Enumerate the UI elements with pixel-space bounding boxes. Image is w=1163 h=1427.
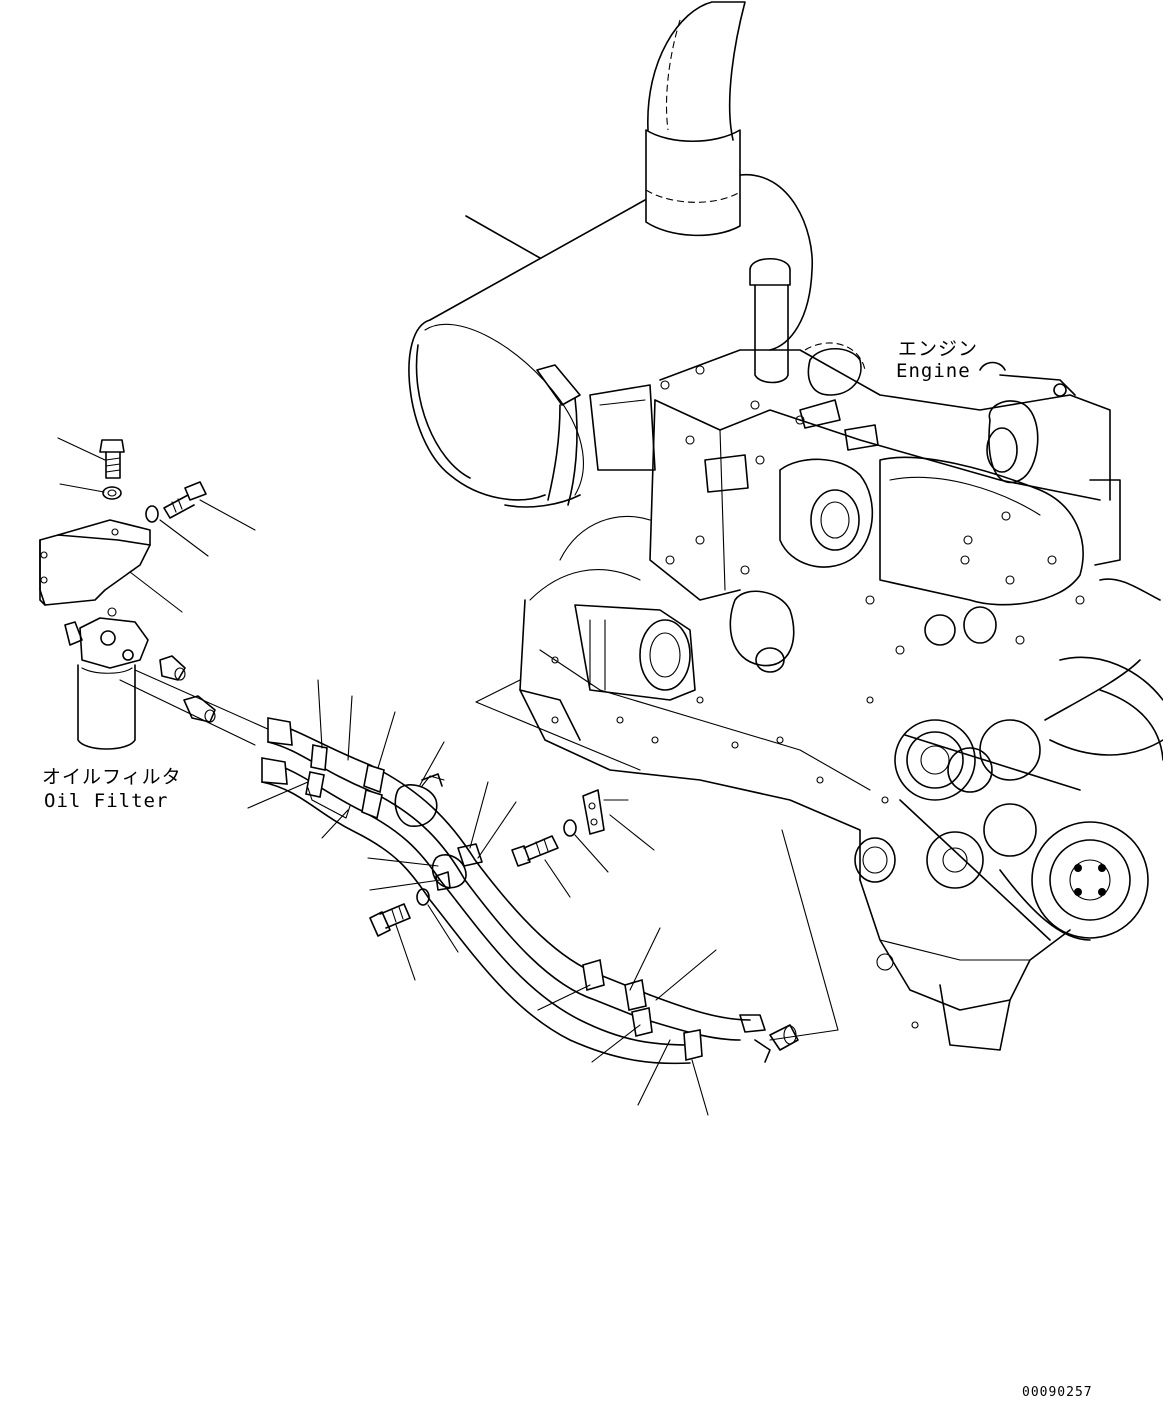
bolt-lower [369,903,411,937]
drawing-number: 00090257 [1022,1385,1093,1400]
engine [519,258,1163,1051]
oil-filter [64,617,149,750]
washer-mid [563,819,577,837]
leader-muffler [465,215,541,259]
bolt-top [99,439,125,479]
washer-top [102,486,122,500]
oil-filter-label-en: Oil Filter [44,790,169,812]
hose-lower [261,759,691,1065]
fitting-1 [159,655,186,681]
oil-filter-label-jp: オイルフィルタ [42,766,182,788]
bolt-side [163,481,207,519]
engine-bolts [551,365,1085,804]
bolt-mid [511,835,559,867]
washer-lower [416,888,430,906]
hose-upper [267,721,751,1041]
hose-bracket [582,789,629,835]
engine-label-jp: エンジン [898,338,979,360]
leader-lines [57,437,717,1116]
oil-filter-bracket [39,519,151,606]
muffler [408,1,813,508]
washer-side [145,505,159,523]
engine-label-en: Engine [896,360,971,382]
